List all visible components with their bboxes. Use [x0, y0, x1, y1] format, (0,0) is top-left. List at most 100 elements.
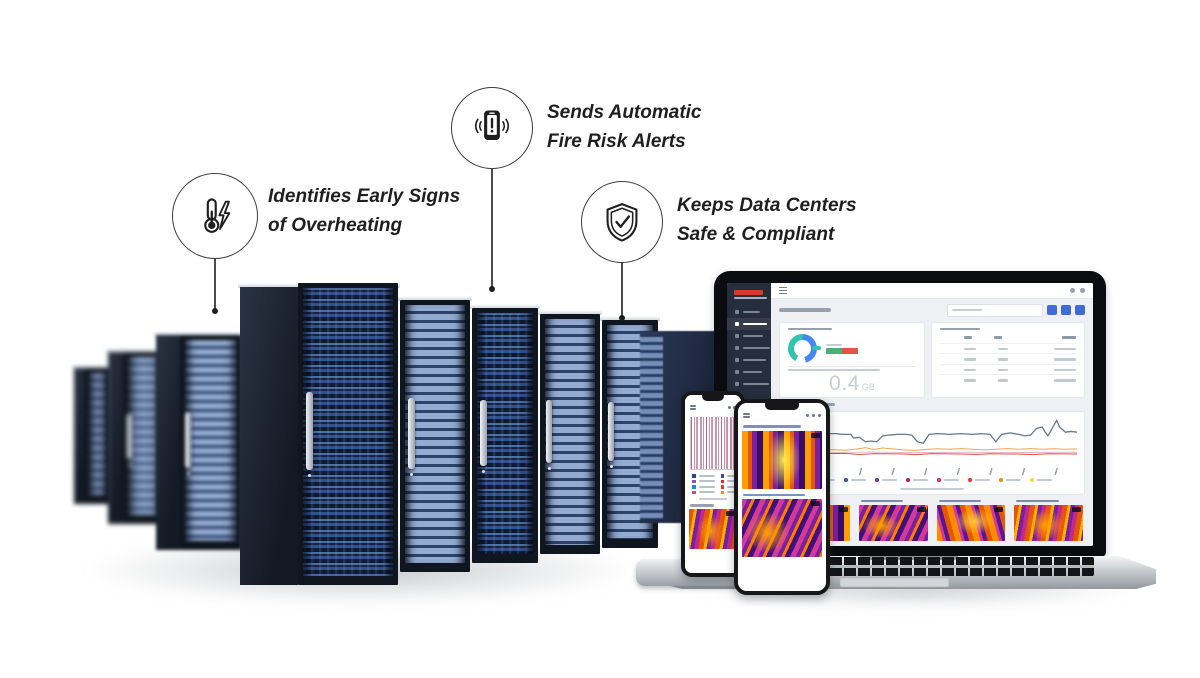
rack-glass	[303, 288, 393, 576]
rack-handle	[546, 400, 552, 471]
server-rack-main-3	[470, 304, 540, 563]
table-header	[940, 336, 1076, 339]
phone-back-screen	[685, 395, 741, 573]
notifications-icon[interactable]	[1070, 287, 1075, 293]
sidebar-item[interactable]	[727, 378, 771, 390]
sidebar-item[interactable]	[727, 342, 771, 354]
page-title-bar	[779, 308, 831, 312]
rack-handle	[185, 412, 191, 476]
phone-header-icon[interactable]	[728, 406, 731, 409]
filter-input[interactable]	[947, 303, 1043, 317]
legend-item	[905, 477, 928, 482]
rack-side-panel	[240, 287, 298, 585]
thermal-title-link[interactable]	[743, 493, 806, 496]
rack-handle	[306, 391, 313, 477]
sidebar-menu	[727, 306, 771, 390]
thermal-card[interactable]	[936, 499, 1006, 541]
legend-item	[1029, 477, 1052, 482]
callout-text-overheating: Identifies Early Signs of Overheating	[268, 186, 461, 236]
rack-front	[540, 314, 600, 554]
phone-header-icon[interactable]	[806, 414, 809, 417]
alerts-table-card	[931, 321, 1085, 398]
gauge-unit: GB	[861, 382, 875, 392]
phone-front-screen	[738, 403, 826, 591]
gauge-value: 0.4 GB	[788, 372, 916, 396]
sidebar-item[interactable]	[727, 318, 771, 330]
rack-top-cap	[538, 310, 602, 315]
server-rack-far-large	[154, 331, 244, 550]
rack-top-cap	[106, 348, 168, 353]
thermal-image	[1014, 505, 1083, 541]
phone-thermal-image-2	[742, 499, 822, 557]
callout-connector-alerts	[491, 168, 493, 289]
gauge-subtext-bar	[788, 369, 880, 371]
rack-top-cap	[398, 296, 472, 301]
export-button-3[interactable]	[1075, 305, 1085, 315]
server-rack-main-4	[538, 310, 602, 554]
legend-item	[692, 474, 715, 478]
rack-top-cap	[470, 304, 540, 309]
laptop-chart-legend	[787, 476, 1077, 484]
phone-alert-icon	[474, 110, 510, 141]
callout-connector-overheating	[214, 259, 216, 311]
callout-circle-overheating	[172, 173, 258, 259]
phone-caption-bar	[698, 498, 728, 500]
server-rack-main-1	[238, 283, 400, 585]
gauge-number: 0.4	[829, 372, 860, 395]
export-button-1[interactable]	[1047, 305, 1057, 315]
chart-caption	[787, 487, 1077, 490]
rack-front	[400, 300, 470, 572]
rack-front	[180, 335, 242, 550]
legend-item	[998, 477, 1021, 482]
rack-glass	[128, 357, 161, 515]
rack-side-panel	[74, 368, 84, 504]
alerts-table-body	[940, 342, 1076, 382]
legend-item	[692, 479, 715, 483]
card-title-bar	[788, 327, 832, 330]
dashboard-navbar	[771, 283, 1093, 299]
shield-check-icon	[606, 203, 638, 242]
phone-hamburger-icon[interactable]	[743, 413, 750, 418]
rack-top-cap	[154, 331, 244, 336]
usage-gauge-card: 0.4 GB	[779, 321, 925, 398]
sidebar-item[interactable]	[727, 306, 771, 318]
thermal-card[interactable]	[858, 499, 928, 541]
callout-text-compliance: Keeps Data Centers Safe & Compliant	[677, 195, 857, 245]
thermal-title-link[interactable]	[743, 425, 801, 428]
phone-hamburger-icon[interactable]	[690, 405, 696, 410]
hamburger-menu-icon[interactable]	[779, 286, 787, 294]
legend-item	[843, 477, 866, 482]
phone-header	[743, 410, 821, 421]
rack-front	[472, 308, 538, 563]
phone-share-icon[interactable]	[818, 414, 821, 417]
rack-glass	[405, 305, 465, 563]
gauge-ring	[788, 334, 821, 363]
legend-item	[874, 477, 897, 482]
thermal-card[interactable]	[1014, 499, 1083, 541]
rack-handle	[127, 413, 132, 466]
laptop-keyboard[interactable]	[743, 557, 1095, 576]
rack-glass	[89, 373, 107, 495]
phone-chart-legend	[689, 472, 741, 496]
legend-item	[692, 485, 715, 489]
rack-handle	[480, 399, 487, 474]
user-avatar[interactable]	[1080, 287, 1085, 293]
temperature-chart-card	[779, 410, 1085, 495]
server-rack-main-2	[398, 296, 472, 572]
export-button-2[interactable]	[1061, 305, 1071, 315]
rack-side-panel	[108, 352, 123, 524]
sidebar-item[interactable]	[727, 366, 771, 378]
rack-side-panel	[156, 335, 180, 550]
phone-thermal-image-1	[742, 430, 822, 489]
rack-top-cap	[72, 364, 114, 369]
callout-circle-compliance	[581, 181, 663, 263]
chart-x-axis-ticks	[797, 467, 1067, 475]
phone-header	[690, 402, 736, 413]
rack-top-cap	[600, 316, 660, 321]
sidebar-item[interactable]	[727, 330, 771, 342]
phone-header-icon[interactable]	[812, 414, 815, 417]
thermal-image	[858, 505, 928, 541]
sidebar-item[interactable]	[727, 354, 771, 366]
phone-front	[734, 399, 830, 595]
laptop-trackpad[interactable]	[839, 578, 949, 587]
